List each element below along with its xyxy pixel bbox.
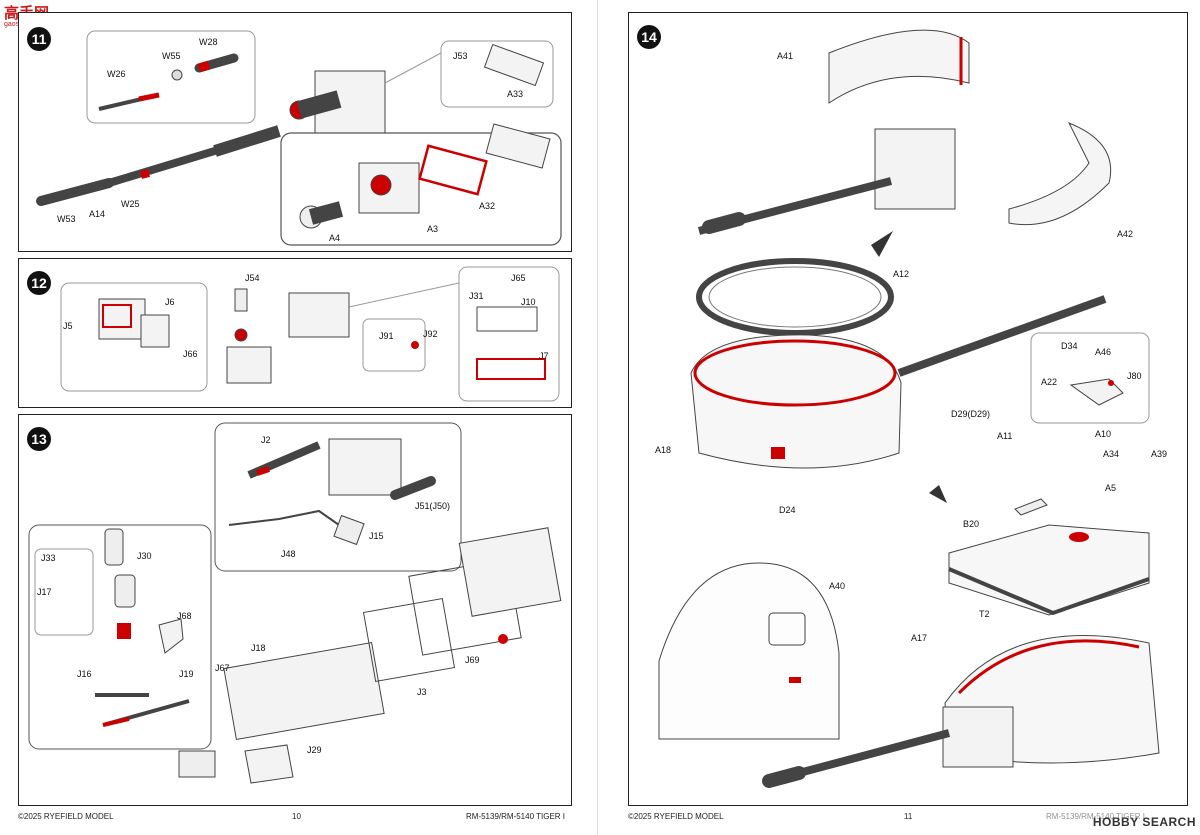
label-d24: D24 <box>779 505 796 515</box>
label-a18: A18 <box>655 445 672 455</box>
label-a10: A10 <box>1095 429 1112 439</box>
step11-badge: 11 <box>27 27 51 51</box>
label-a46: A46 <box>1095 347 1112 357</box>
label-a41: A41 <box>777 51 794 61</box>
step13-illustration <box>28 422 562 784</box>
watermark: HOBBY SEARCH <box>1092 815 1196 829</box>
label-a34: A34 <box>1103 449 1120 459</box>
label-a5: A5 <box>1105 483 1117 493</box>
label-j6: J6 <box>165 297 175 307</box>
label-j53: J53 <box>453 51 468 61</box>
label-w28: W28 <box>199 37 218 47</box>
label-j10: J10 <box>521 297 536 307</box>
label-j48: J48 <box>281 549 296 559</box>
step12-badge: 12 <box>27 271 51 295</box>
label-a39: A39 <box>1151 449 1168 459</box>
label-j54: J54 <box>245 273 260 283</box>
label-a42: A42 <box>1117 229 1134 239</box>
label-j17: J17 <box>37 587 52 597</box>
label-a12: A12 <box>893 269 910 279</box>
label-j5: J5 <box>63 321 73 331</box>
right-footer-model: RM-5139/RM-5140 TIGER I <box>1046 812 1145 821</box>
label-j16: J16 <box>77 669 92 679</box>
label-a4: A4 <box>329 233 341 243</box>
step12-panel: 12 J54 J6 J5 J66 J91 J92 J65 J31 J10 J7 <box>18 258 572 408</box>
label-j29: J29 <box>307 745 322 755</box>
label-j65: J65 <box>511 273 526 283</box>
label-a14: A14 <box>89 209 106 219</box>
right-footer-copyright: ©2025 RYEFIELD MODEL <box>628 812 724 821</box>
label-a40: A40 <box>829 581 846 591</box>
label-j30: J30 <box>137 551 152 561</box>
label-j33: J33 <box>41 553 56 563</box>
label-j7: J7 <box>539 351 549 361</box>
label-a22: A22 <box>1041 377 1058 387</box>
step11-panel: 11 <box>18 12 572 252</box>
label-t2: T2 <box>979 609 990 619</box>
label-j19: J19 <box>179 669 194 679</box>
page-gutter <box>597 0 598 835</box>
label-j92: J92 <box>423 329 438 339</box>
step11-illustration <box>36 30 562 246</box>
step13-badge: 13 <box>27 427 51 451</box>
right-page: 14 <box>600 0 1200 835</box>
label-a11: A11 <box>997 431 1013 441</box>
label-a17: A17 <box>911 633 928 643</box>
right-page-number: 11 <box>904 812 913 821</box>
label-j80: J80 <box>1127 371 1142 381</box>
label-j68: J68 <box>177 611 192 621</box>
label-j69: J69 <box>465 655 480 665</box>
label-j67: J67 <box>215 663 230 673</box>
label-d29: D29(D29) <box>951 409 991 419</box>
label-b20: B20 <box>963 519 980 529</box>
label-a3: A3 <box>427 224 439 234</box>
label-w55: W55 <box>162 51 181 61</box>
label-j66: J66 <box>183 349 198 359</box>
label-j3: J3 <box>417 687 427 697</box>
label-j15: J15 <box>369 531 384 541</box>
label-j2: J2 <box>261 435 271 445</box>
step14-panel: 14 <box>628 12 1188 806</box>
label-w25: W25 <box>121 199 140 209</box>
label-a32: A32 <box>479 201 496 211</box>
label-d34: D34 <box>1061 341 1078 351</box>
step14-illustration <box>658 29 1160 788</box>
label-w26: W26 <box>107 69 126 79</box>
left-page: 高手网 gaoshou.com 11 <box>0 0 585 835</box>
step14-badge: 14 <box>637 25 661 49</box>
label-j31: J31 <box>469 291 484 301</box>
step12-illustration <box>60 266 560 402</box>
left-footer-copyright: ©2025 RYEFIELD MODEL <box>18 812 114 821</box>
left-footer-model: RM-5139/RM-5140 TIGER I <box>466 812 565 821</box>
label-j91: J91 <box>379 331 394 341</box>
step13-panel: 13 J2 J51(J50) J1 <box>18 414 572 806</box>
left-page-number: 10 <box>292 812 301 821</box>
label-a33: A33 <box>507 89 524 99</box>
label-j18: J18 <box>251 643 266 653</box>
label-j51: J51(J50) <box>415 501 451 511</box>
label-w53: W53 <box>57 214 76 224</box>
